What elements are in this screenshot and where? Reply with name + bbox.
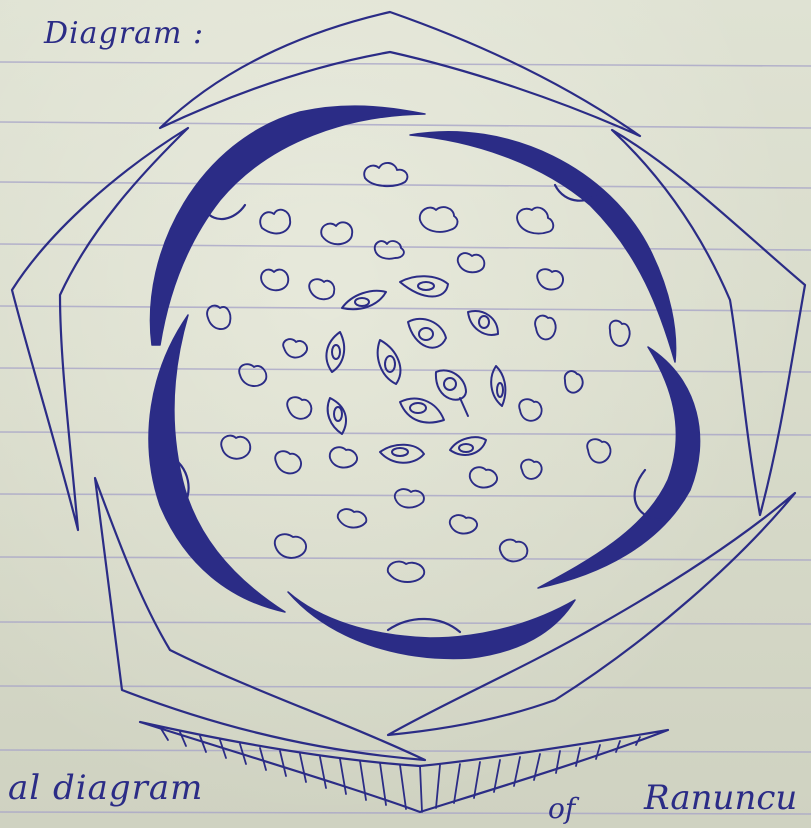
stamen xyxy=(239,364,266,386)
stamen xyxy=(420,207,458,232)
carpel xyxy=(436,370,468,416)
petal-bottom xyxy=(288,592,575,658)
carpel xyxy=(450,437,486,455)
petal-right xyxy=(538,347,700,588)
stamen xyxy=(375,241,404,259)
stamen xyxy=(364,163,407,186)
stamen xyxy=(330,447,357,467)
stamen xyxy=(261,270,288,291)
carpel xyxy=(380,445,424,463)
stamen xyxy=(221,436,250,459)
carpel xyxy=(400,276,448,296)
sepal-top xyxy=(160,12,640,136)
petal-top-right xyxy=(410,132,676,362)
stamen xyxy=(260,210,290,234)
sepal-bottom-left xyxy=(95,478,425,760)
stamen xyxy=(535,316,556,340)
carpel xyxy=(468,311,498,335)
stamen xyxy=(519,399,541,421)
stamen xyxy=(207,306,230,329)
stamen xyxy=(500,540,527,562)
carpels xyxy=(326,276,505,463)
caption-of: of xyxy=(548,792,575,825)
stamen xyxy=(283,339,307,357)
stamen xyxy=(470,467,497,487)
stamens xyxy=(207,163,630,582)
carpel xyxy=(326,332,344,372)
stamen xyxy=(587,439,610,462)
stamen xyxy=(275,534,306,558)
stamen xyxy=(610,321,630,346)
stamen xyxy=(321,222,352,244)
stamen xyxy=(565,371,583,393)
petal-left xyxy=(149,315,285,612)
stamen xyxy=(338,509,367,527)
stamen xyxy=(287,397,311,419)
carpel xyxy=(400,399,444,423)
caption-right: Ranuncu xyxy=(644,778,797,818)
stamen xyxy=(395,489,424,507)
carpel xyxy=(408,319,446,348)
sepal-bottom-right xyxy=(388,493,795,735)
sepal-right xyxy=(612,130,805,515)
caption-left: al diagram xyxy=(8,768,203,808)
stamen xyxy=(309,279,334,299)
carpel xyxy=(378,340,401,384)
petal-top-left xyxy=(150,106,425,345)
carpel xyxy=(491,366,505,406)
bract xyxy=(140,722,668,812)
stamen xyxy=(521,460,542,479)
stamen xyxy=(450,515,477,533)
stamen xyxy=(537,269,563,289)
stamen xyxy=(517,208,553,234)
carpel xyxy=(328,398,346,434)
stamen xyxy=(388,562,424,582)
stamen xyxy=(458,253,485,272)
stamen xyxy=(275,451,301,473)
carpel xyxy=(342,291,386,309)
